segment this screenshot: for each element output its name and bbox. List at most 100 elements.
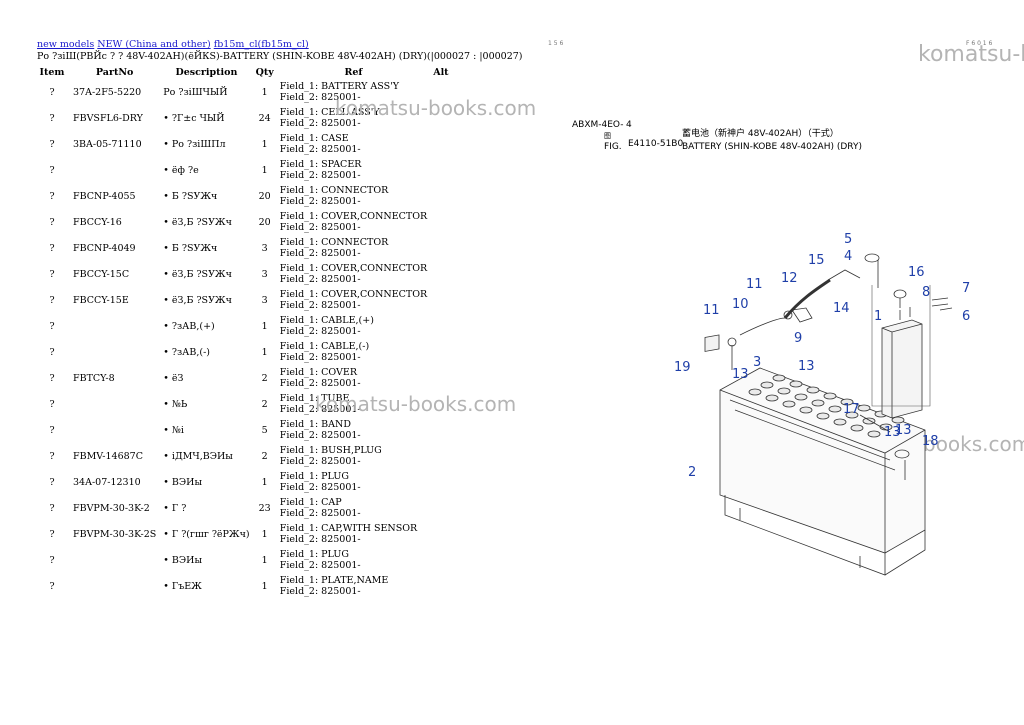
ref-field-2: Field_2: 825001-: [279, 300, 361, 311]
ref-field-1: Field_1: CELL ASS'Y: [279, 107, 380, 118]
partno-cell: 34A-07-12310: [73, 476, 141, 488]
qty-cell: 1: [261, 164, 268, 176]
callout-number: 7: [962, 281, 970, 296]
partno-cell: FBCNP-4055: [73, 190, 136, 202]
callout-number: 19: [674, 360, 691, 375]
item-cell: ?: [49, 86, 55, 98]
alt-cell: [430, 261, 451, 287]
col-ref: Ref: [344, 66, 363, 78]
partno-cell: FBVSFL6-DRY: [73, 112, 143, 124]
alt-cell: [430, 495, 451, 521]
watermark: komatsu-books.com: [335, 96, 537, 120]
diagram-fig-small: 图: [604, 132, 611, 140]
ref-cell: Field_1: CABLE,(-)Field_2: 825001-: [277, 339, 430, 365]
alt-cell: [430, 209, 451, 235]
partno-cell: FBCCY-15C: [73, 268, 130, 280]
breadcrumb-new-models-link[interactable]: new models: [37, 39, 95, 50]
callout-number: 12: [781, 271, 798, 286]
qty-cell: 3: [261, 242, 268, 254]
breadcrumb-model-link[interactable]: fb15m_cl(fb15m_cl): [213, 39, 309, 50]
ref-field-1: Field_1: CABLE,(+): [279, 315, 374, 326]
diagram-title-en: BATTERY (SHIN-KOBE 48V-402AH) (DRY): [682, 142, 862, 152]
ref-field-2: Field_2: 825001-: [279, 534, 361, 545]
header-mark-center: 1 5 6: [548, 40, 564, 47]
qty-cell: 1: [261, 528, 268, 540]
ref-field-2: Field_2: 825001-: [279, 560, 361, 571]
callout-number: 1: [874, 309, 882, 324]
description-cell: • ёЗ,Б ?SУЖч: [163, 216, 232, 228]
description-cell: • ?зАВ,(-): [163, 346, 210, 358]
item-cell: ?: [49, 138, 55, 150]
ref-field-2: Field_2: 825001-: [279, 222, 361, 233]
partno-cell: [69, 313, 159, 339]
ref-cell: Field_1: CABLE,(+)Field_2: 825001-: [277, 313, 430, 339]
item-cell: ?: [49, 528, 55, 540]
item-cell: ?: [49, 398, 55, 410]
col-description: Description: [175, 66, 238, 78]
alt-cell: [430, 157, 451, 183]
partno-cell: 37A-2F5-5220: [73, 86, 142, 98]
qty-cell: 24: [258, 112, 271, 124]
ref-field-2: Field_2: 825001-: [279, 144, 361, 155]
description-cell: • ёЗ,Б ?SУЖч: [163, 294, 232, 306]
ref-field-2: Field_2: 825001-: [279, 326, 361, 337]
callout-number: 9: [794, 331, 802, 346]
description-cell: • №Ь: [163, 398, 188, 410]
ref-field-2: Field_2: 825001-: [279, 404, 361, 415]
ref-field-2: Field_2: 825001-: [279, 170, 361, 181]
qty-cell: 1: [261, 554, 268, 566]
qty-cell: 2: [261, 450, 268, 462]
page-title: Ро ?зіШ(РВЙс ? ? 48V-402AH)(ёЙКS)-BATTER…: [37, 51, 523, 62]
qty-cell: 1: [261, 580, 268, 592]
description-cell: • Ро ?зіШПл: [163, 138, 226, 150]
ref-field-1: Field_1: BAND: [279, 419, 351, 430]
description-cell: • ГъЕЖ: [163, 580, 202, 592]
partno-cell: [69, 417, 159, 443]
callout-number: 2: [688, 465, 696, 480]
qty-cell: 1: [261, 86, 268, 98]
ref-field-1: Field_1: COVER,CONNECTOR: [279, 211, 428, 222]
qty-cell: 1: [261, 476, 268, 488]
description-cell: • Б ?SУЖч: [163, 242, 218, 254]
alt-cell: [430, 469, 451, 495]
description-cell: • ёф ?е: [163, 164, 199, 176]
ref-field-1: Field_1: SPACER: [279, 159, 362, 170]
ref-field-1: Field_1: PLUG: [279, 471, 349, 482]
callout-number: 15: [808, 253, 825, 268]
description-cell: • №і: [163, 424, 184, 436]
qty-cell: 1: [261, 346, 268, 358]
qty-cell: 2: [261, 398, 268, 410]
col-partno: PartNo: [95, 66, 134, 78]
partno-cell: [69, 391, 159, 417]
callout-number: 18: [922, 434, 939, 449]
alt-cell: [430, 547, 451, 573]
item-cell: ?: [49, 502, 55, 514]
description-cell: • ?зАВ,(+): [163, 320, 215, 332]
breadcrumb-new-china-link[interactable]: NEW (China and other): [97, 39, 211, 50]
item-cell: ?: [49, 424, 55, 436]
alt-cell: [430, 131, 451, 157]
item-cell: ?: [49, 112, 55, 124]
callout-number: 13: [884, 425, 901, 440]
item-cell: ?: [49, 372, 55, 384]
partno-cell: [69, 339, 159, 365]
diagram-model-label: ABXM-4EO-: [572, 120, 624, 130]
ref-field-1: Field_1: CABLE,(-): [279, 341, 370, 352]
item-cell: ?: [49, 554, 55, 566]
partno-cell: FBTCY-8: [73, 372, 115, 384]
qty-cell: 23: [258, 502, 271, 514]
